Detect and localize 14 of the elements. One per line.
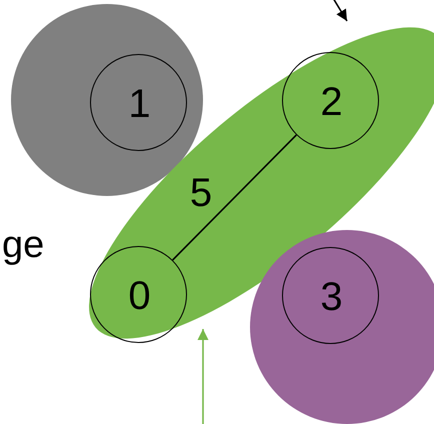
circle-node	[90, 54, 187, 151]
node-number: 3	[320, 276, 343, 316]
connector-line	[172, 134, 297, 261]
node-number: 2	[320, 82, 343, 122]
circle-node	[282, 52, 379, 149]
node-number: 0	[128, 276, 151, 316]
arrow	[197, 329, 209, 424]
node-number: 1	[128, 84, 151, 124]
arrow	[332, 0, 348, 22]
text-label: ge	[2, 226, 44, 264]
circle-node	[90, 246, 187, 343]
edge-label: 5	[190, 173, 212, 213]
ellipse-region	[88, 26, 434, 340]
circle-node	[282, 247, 379, 344]
